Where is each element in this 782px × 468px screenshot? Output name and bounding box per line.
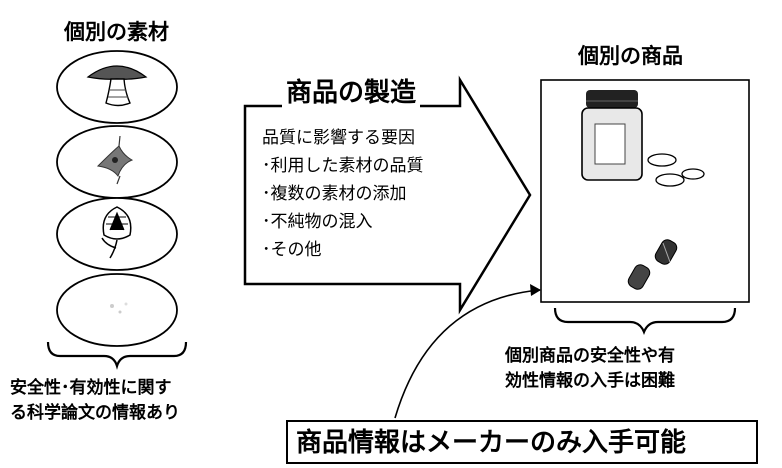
products-caption-line-1: 個別商品の安全性や有 [505, 346, 675, 366]
quality-factor-4: ･その他 [262, 240, 322, 260]
material-ellipse-2 [56, 125, 178, 199]
herb-sprig-icon [96, 135, 134, 185]
products-caption-line-2: 効性情報の入手は困難 [505, 371, 675, 391]
manufacturing-title: 商品の製造 [282, 72, 421, 109]
tablets-icon [647, 153, 705, 187]
materials-title: 個別の素材 [64, 20, 169, 44]
manufacturer-only-note: 商品情報はメーカーのみ入手可能 [286, 420, 758, 464]
info-arrow-head [530, 284, 541, 296]
left-brace [46, 341, 188, 370]
faint-material-icon [110, 302, 128, 314]
products-title: 個別の商品 [578, 44, 683, 68]
products-caption: 個別商品の安全性や有 効性情報の入手は困難 [505, 344, 675, 394]
materials-caption-line-2: る科学論文の情報あり [10, 403, 180, 423]
capsules-icon [627, 239, 678, 290]
flower-bud-icon [101, 206, 132, 259]
quality-factor-1: ･利用した素材の品質 [262, 156, 424, 176]
material-ellipse-4 [56, 273, 178, 347]
right-brace [553, 307, 737, 335]
materials-caption-line-1: 安全性･有効性に関す [10, 378, 172, 398]
product-frame [540, 79, 750, 303]
materials-caption: 安全性･有効性に関す る科学論文の情報あり [10, 376, 180, 426]
material-ellipse-1 [56, 50, 178, 124]
quality-factors: 品質に影響する要因 ･利用した素材の品質 ･複数の素材の添加 ･不純物の混入 ･… [262, 124, 424, 264]
material-ellipse-3 [56, 197, 178, 271]
quality-factor-3: ･不純物の混入 [262, 212, 373, 232]
supplement-bottle-icon [581, 90, 643, 181]
mushroom-icon [86, 65, 148, 107]
info-arrow [394, 289, 541, 419]
quality-factor-2: ･複数の素材の添加 [262, 184, 407, 204]
quality-factors-heading: 品質に影響する要因 [262, 128, 415, 148]
manufacturing-arrow [243, 75, 532, 315]
